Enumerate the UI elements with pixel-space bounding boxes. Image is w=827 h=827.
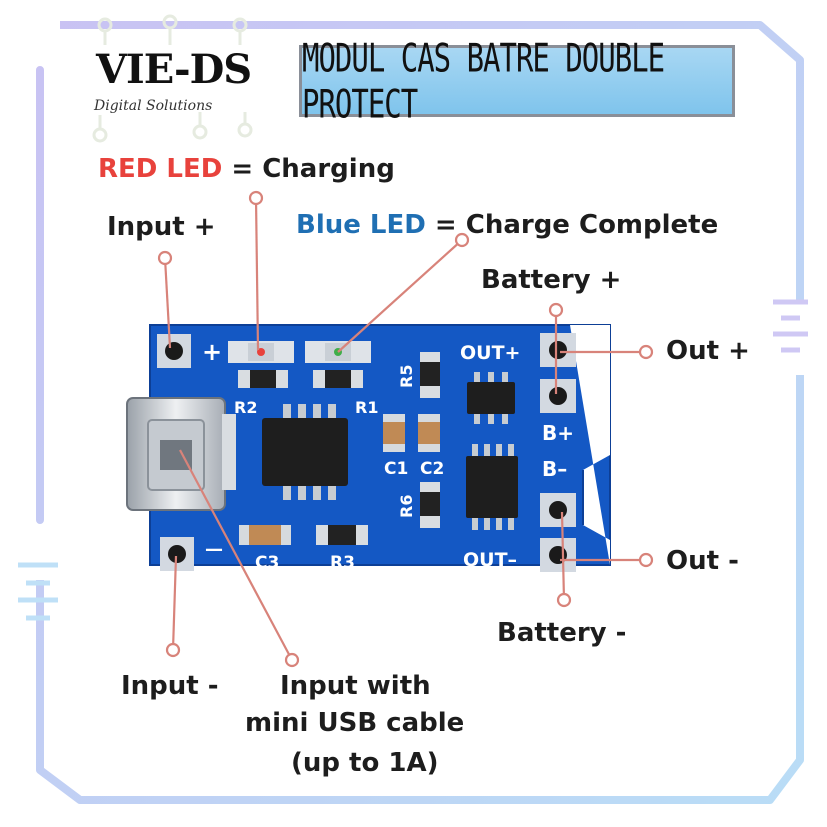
- blue-led-meaning: = Charge Complete: [425, 210, 719, 240]
- silk-out-minus: OUT–: [463, 549, 517, 571]
- legend-red-led: RED LED = Charging: [98, 156, 395, 182]
- brand-name: VIE-DS: [96, 46, 252, 93]
- capacitor-c1: [383, 414, 405, 452]
- silk-r6: R6: [397, 495, 416, 518]
- mosfet-ic: [466, 444, 518, 530]
- silk-c3: C3: [255, 553, 279, 573]
- leader-lines: [157, 190, 654, 668]
- label-out-minus: Out -: [666, 546, 739, 576]
- label-out-plus: Out +: [666, 336, 750, 366]
- label-battery-minus: Battery -: [497, 618, 627, 648]
- silk-r2: R2: [234, 398, 257, 417]
- red-led-meaning: = Charging: [222, 154, 395, 184]
- blue-led-word: Blue LED: [296, 210, 426, 240]
- silk-out-plus: OUT+: [460, 342, 520, 364]
- pad-battery-plus: [540, 379, 576, 413]
- brand-logo: VIE-DS Digital Solutions: [88, 40, 260, 136]
- ic-chips: [262, 372, 518, 530]
- smd-components: [228, 341, 440, 545]
- title-text: MODUL CAS BATRE DOUBLE PROTECT: [302, 35, 665, 127]
- silkscreen: + — R2 R1 C3 R3 R5 R6 C1 C2 OUT+ OUT– B+…: [202, 338, 574, 573]
- pad-out-minus: [540, 538, 576, 572]
- pad-input-minus: [160, 537, 194, 571]
- label-usb-line1: Input with: [280, 671, 431, 701]
- silk-c2: C2: [420, 459, 444, 479]
- silk-plus: +: [202, 338, 222, 366]
- silk-b-plus: B+: [542, 421, 574, 445]
- charger-ic: [262, 404, 348, 500]
- label-usb-line3: (up to 1A): [291, 748, 439, 778]
- capacitor-c2: [418, 414, 440, 452]
- decorative-frame: [36, 21, 804, 804]
- title-banner: MODUL CAS BATRE DOUBLE PROTECT: [299, 35, 735, 127]
- solder-pads: [157, 333, 576, 572]
- red-led: [228, 341, 294, 363]
- battery-icon-left: [18, 562, 58, 621]
- protection-ic: [467, 372, 515, 424]
- label-usb-line2: mini USB cable: [245, 708, 465, 738]
- battery-icon-right: [773, 299, 808, 353]
- pad-out-plus: [540, 333, 576, 367]
- silk-b-minus: B–: [542, 457, 567, 481]
- red-led-word: RED LED: [98, 154, 223, 184]
- micro-usb-connector: [126, 397, 236, 511]
- logo-circuit-icon: [92, 14, 253, 143]
- capacitor-c3: [239, 525, 291, 545]
- silk-r1: R1: [355, 398, 378, 417]
- silk-c1: C1: [384, 459, 408, 479]
- silk-r3: R3: [330, 553, 355, 573]
- brand-tagline: Digital Solutions: [94, 98, 213, 114]
- pad-input-plus: [157, 334, 191, 368]
- legend-blue-led: Blue LED = Charge Complete: [296, 212, 718, 238]
- label-input-plus: Input +: [107, 212, 216, 242]
- label-input-minus: Input -: [121, 671, 219, 701]
- silk-r5: R5: [397, 365, 416, 388]
- label-battery-plus: Battery +: [481, 265, 622, 295]
- silk-minus: —: [205, 539, 223, 560]
- pad-battery-minus: [540, 493, 576, 527]
